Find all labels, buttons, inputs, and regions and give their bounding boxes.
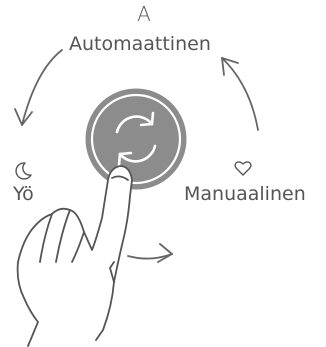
moon-icon (13, 161, 33, 181)
heart-icon (234, 160, 252, 176)
arrow-manual-to-auto (222, 58, 258, 130)
arrow-night-to-manual (128, 244, 172, 262)
auto-letter-icon: A (131, 4, 157, 24)
auto-mode-label: Automaattinen (69, 33, 211, 55)
manual-mode-label: Manuaalinen (184, 183, 306, 205)
night-mode-label: Yö (13, 183, 34, 205)
arrow-auto-to-night (15, 50, 62, 125)
mode-cycle-button[interactable] (86, 89, 186, 189)
hand-illustration (18, 166, 132, 346)
